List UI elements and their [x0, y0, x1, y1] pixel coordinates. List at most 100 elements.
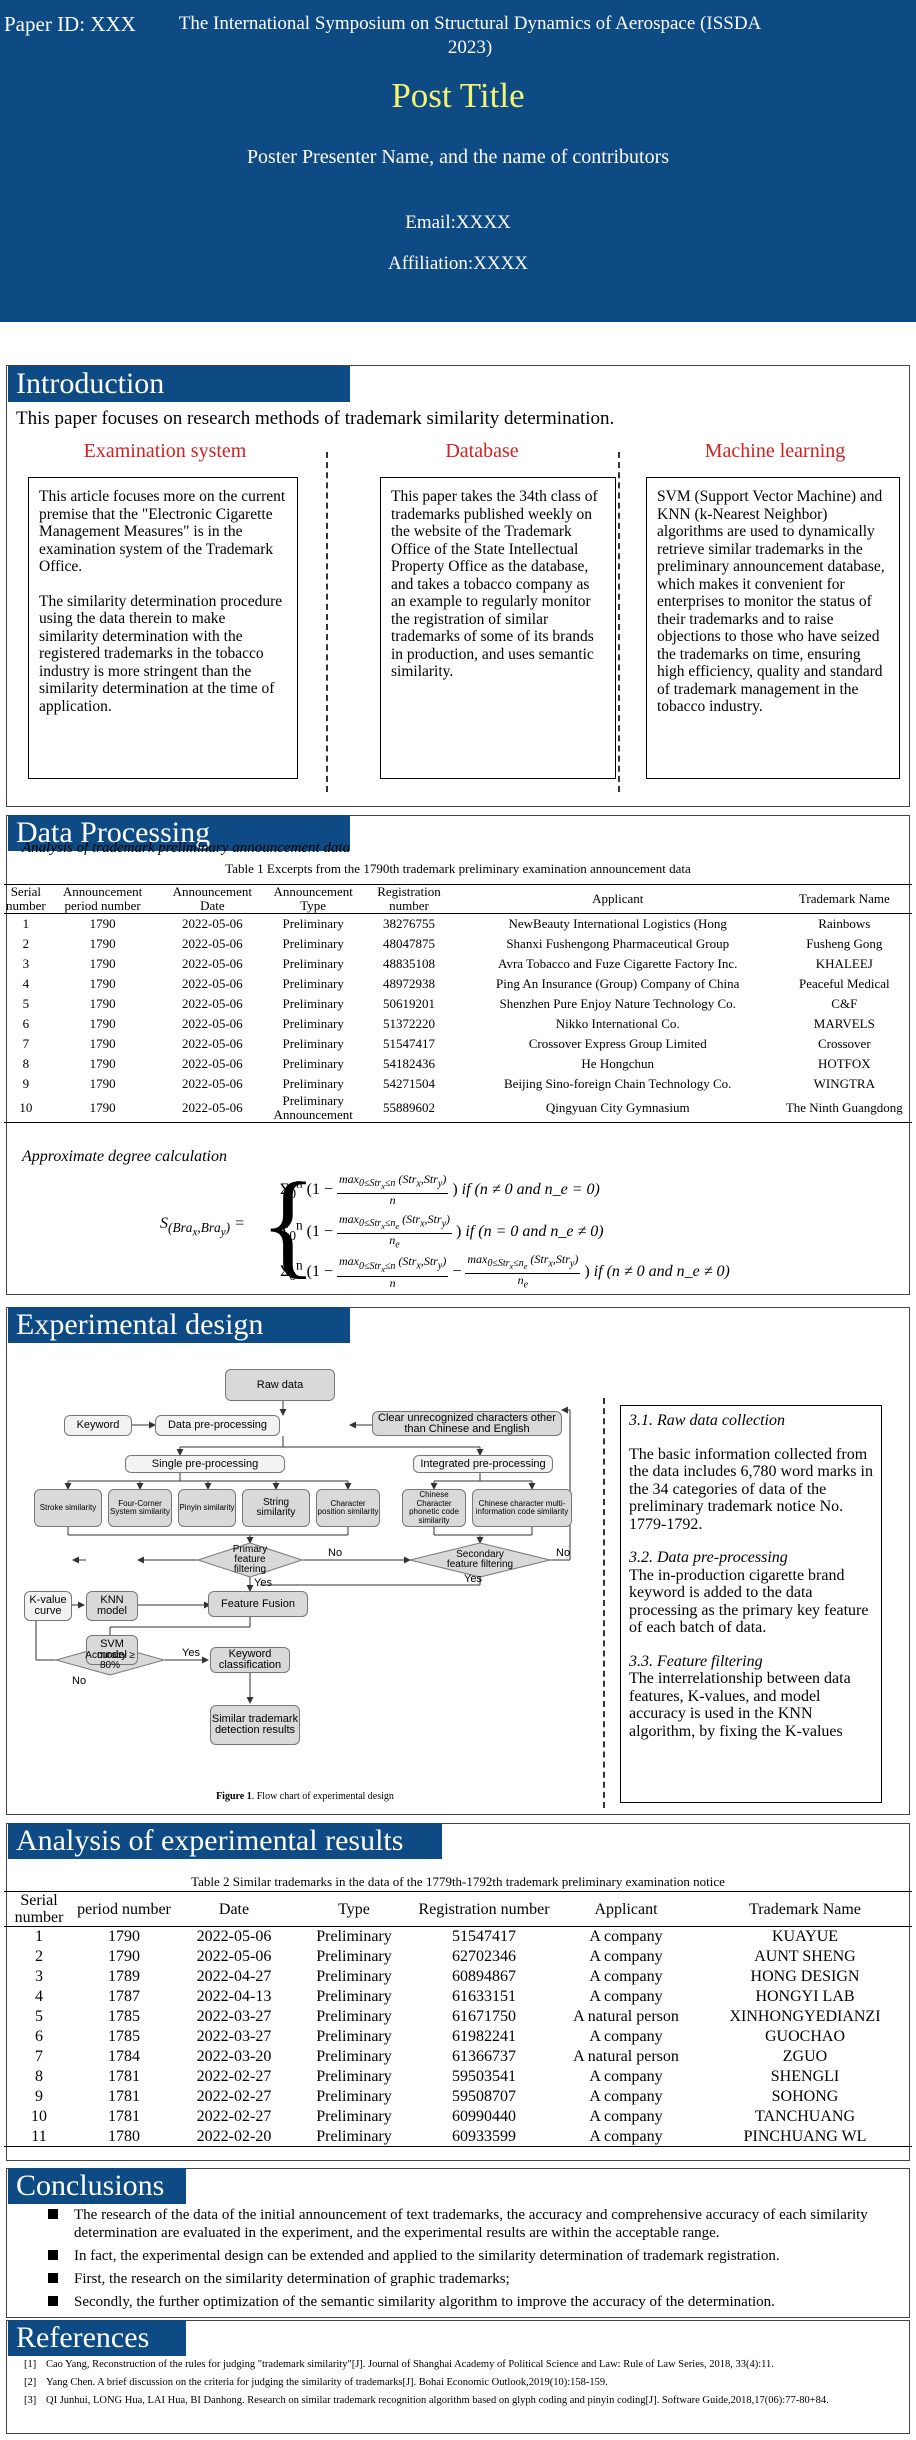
table-cell: Preliminary [316, 1948, 392, 1965]
table-cell: 2022-05-06 [182, 955, 243, 971]
table-cell: Preliminary [282, 975, 344, 991]
table-cell: A company [589, 1968, 663, 1985]
table-cell: 1 [35, 1928, 43, 1946]
table-cell: 61366737 [452, 2048, 516, 2065]
references-list: [1]Cao Yang, Reconstruction of the rules… [24, 2356, 904, 2410]
node-phonetic: Chinese Character phonetic code similari… [402, 1489, 466, 1527]
col-header: Trademark Name [798, 891, 890, 906]
table-cell: 1790 [89, 1075, 116, 1091]
table-cell: A company [589, 1928, 663, 1946]
table-cell: 54271504 [382, 1075, 435, 1091]
list-item: In fact, the experimental design can be … [48, 2247, 888, 2265]
table-cell: Preliminary [282, 1075, 344, 1091]
examination-box: This article focuses more on the current… [28, 477, 298, 779]
analysis-heading: Analysis of experimental results [8, 1823, 442, 1859]
presenter-name: Poster Presenter Name, and the name of c… [246, 146, 670, 168]
table-cell: 2022-02-27 [196, 2108, 272, 2125]
col-title-ml: Machine learning [704, 440, 846, 462]
col-title-database: Database [445, 440, 519, 462]
intro-heading: Introduction [8, 366, 350, 402]
affiliation: Affiliation:XXXX [387, 253, 529, 274]
table-cell: 38276755 [382, 915, 435, 931]
table-cell: A company [589, 2068, 663, 2085]
database-text: This paper takes the 34th class of trade… [391, 488, 598, 680]
table-cell: 61982241 [452, 2028, 516, 2045]
note-text-1: The basic information collected from the… [629, 1445, 873, 1533]
table-cell: 1781 [108, 2108, 140, 2125]
table-cell: Preliminary [316, 2088, 392, 2105]
table-cell: 48835108 [382, 955, 435, 971]
table-cell: 2022-05-06 [182, 935, 243, 951]
table-cell: 2022-05-06 [182, 1075, 243, 1091]
table-cell: 60894867 [452, 1968, 516, 1985]
table-cell: 3 [35, 1968, 43, 1985]
table-cell: 1790 [89, 995, 116, 1011]
label-no: No [556, 1547, 571, 1559]
table-cell: C&F [831, 995, 858, 1011]
experimental-notes: 3.1. Raw data collection The basic infor… [620, 1405, 882, 1803]
table-cell: HONGYI LAB [755, 1988, 855, 2005]
table-cell: GUOCHAO [765, 2028, 845, 2045]
table-cell: 2022-03-27 [196, 2028, 272, 2045]
reference-item: [1]Cao Yang, Reconstruction of the rules… [24, 2356, 904, 2374]
paper-id: Paper ID: XXX [4, 12, 136, 36]
table-cell: 5 [22, 995, 30, 1011]
table-cell: 5 [35, 2008, 43, 2025]
reference-item: [2]Yang Chen. A brief discussion on the … [24, 2374, 904, 2392]
table-cell: Preliminary [316, 1968, 392, 1985]
list-item: First, the research on the similarity de… [48, 2270, 888, 2288]
table-header-row: Serial number Announcement period number… [4, 884, 912, 914]
table-cell: Preliminary [282, 955, 344, 971]
table-cell: The Ninth Guangdong [785, 1099, 903, 1115]
table-cell: 1790 [89, 955, 116, 971]
list-item: The research of the data of the initial … [48, 2206, 888, 2242]
table-cell: Preliminary [282, 1035, 344, 1051]
col-header: Announcement Type [273, 884, 353, 913]
node-four-corner: Four-Corner System similarity [108, 1489, 172, 1527]
reference-number: [3] [24, 2395, 37, 2406]
col-header: Serial number [6, 884, 46, 913]
reference-text: Yang Chen. A brief discussion on the cri… [46, 2377, 608, 2388]
data-processing-panel [6, 815, 910, 1295]
conclusions-panel [6, 2168, 910, 2318]
figure-caption-label: Figure 1 [216, 1791, 252, 1802]
table-cell: A company [589, 1948, 663, 1965]
table-cell: WINGTRA [813, 1075, 875, 1091]
table-cell: Peaceful Medical [799, 975, 890, 991]
table-cell: Preliminary [316, 2108, 392, 2125]
table-cell: 7 [22, 1035, 30, 1051]
table-cell: 2 [35, 1948, 43, 1965]
node-knn: KNN model [86, 1591, 138, 1621]
table-cell: 6 [22, 1015, 30, 1031]
table-cell: 1790 [89, 935, 116, 951]
similarity-formula: S(Brax,Bray) = { Σ0n (1 − max0≤Strx≤n (S… [160, 1158, 730, 1291]
table-cell: 1781 [108, 2088, 140, 2105]
table-cell: 60990440 [452, 2108, 516, 2125]
table-cell: ZGUO [782, 2048, 828, 2065]
database-box: This paper takes the 34th class of trade… [380, 477, 616, 779]
table-cell: 62702346 [452, 1948, 516, 1965]
list-item: Secondly, the further optimization of th… [48, 2293, 888, 2311]
table-cell: Fusheng Gong [806, 935, 883, 951]
col-header: Registration number [377, 884, 441, 913]
table-cell: 1784 [108, 2048, 140, 2065]
table-cell: A company [589, 2127, 663, 2145]
table-cell: 1780 [108, 2127, 140, 2145]
reference-number: [1] [24, 2359, 37, 2370]
table-cell: Rainbows [818, 915, 871, 931]
table-cell: 1790 [89, 1035, 116, 1051]
examination-text-1: This article focuses more on the current… [39, 488, 286, 575]
table-cell: 10 [19, 1099, 33, 1115]
table-cell: NewBeauty International Logistics (Hong [508, 915, 727, 931]
table-cell: 10 [31, 2108, 47, 2125]
table-cell: Shanxi Fushengong Pharmaceutical Group [506, 935, 730, 951]
table-cell: Nikko International Co. [555, 1015, 680, 1031]
